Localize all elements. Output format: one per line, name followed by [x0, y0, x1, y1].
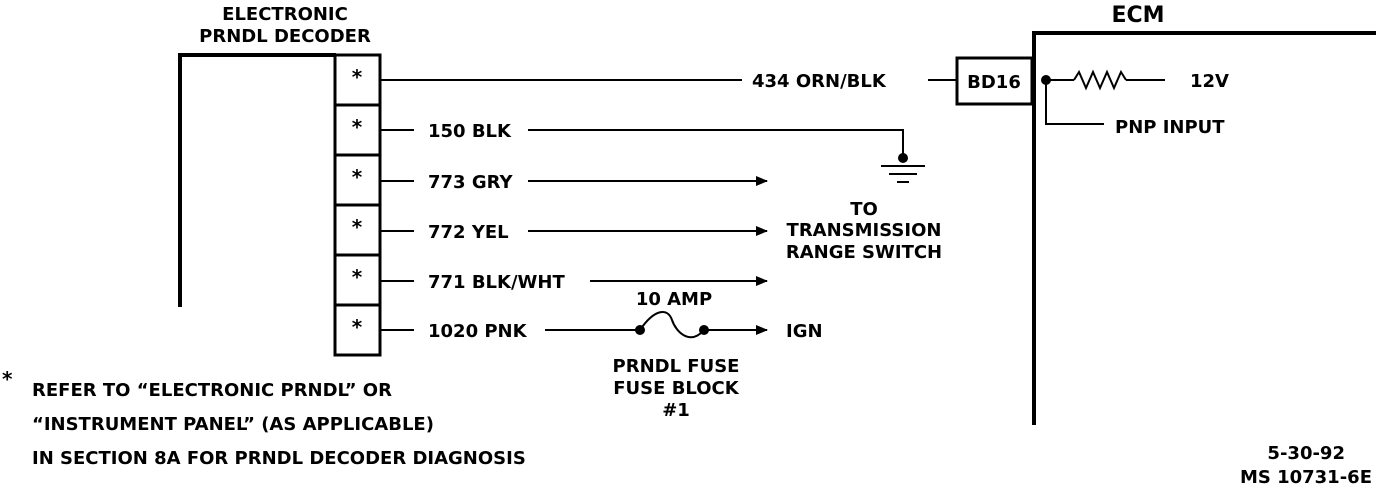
- wire-label-1020: 1020 PNK: [428, 321, 528, 342]
- pin-mark: *: [352, 315, 363, 339]
- ecm-connector: [955, 56, 1034, 106]
- ecm-input-wire: [1045, 80, 1104, 125]
- wire-label-150: 150 BLK: [428, 121, 512, 142]
- fuse-name-line3: #1: [662, 400, 690, 421]
- ecm-title: ECM: [1111, 3, 1164, 28]
- stamp-date: 5-30-92: [1267, 443, 1345, 464]
- fuse-name-line1: PRNDL FUSE: [613, 356, 740, 377]
- wire-label-771: 771 BLK/WHT: [428, 272, 565, 293]
- pullup-resistor: [1073, 69, 1127, 91]
- stamp-code: MS 10731-6E: [1240, 467, 1372, 488]
- ecm-input-label: PNP INPUT: [1115, 117, 1225, 138]
- footnote-line1: REFER TO “ELECTRONIC PRNDL” OR: [32, 380, 392, 401]
- ecm-housing: [1032, 31, 1376, 425]
- destination-line3: RANGE SWITCH: [786, 242, 942, 263]
- fuse-name-line2: FUSE BLOCK: [613, 378, 739, 399]
- ign-label: IGN: [786, 321, 823, 342]
- decoder-housing: [178, 53, 336, 307]
- destination-line2: TRANSMISSION: [787, 220, 942, 241]
- wire-label-434: 434 ORN/BLK: [752, 71, 887, 92]
- pin-mark: *: [352, 115, 363, 139]
- pin-mark: *: [352, 265, 363, 289]
- wire-150: [528, 129, 904, 155]
- wire-label-773: 773 GRY: [428, 172, 513, 193]
- footnote-line2: “INSTRUMENT PANEL” (AS APPLICABLE): [32, 414, 434, 435]
- footnote-mark: *: [2, 367, 13, 391]
- decoder-connector: * * * * * *: [333, 53, 382, 357]
- pin-mark: *: [352, 215, 363, 239]
- ecm-connector-label: BD16: [967, 72, 1021, 93]
- pin-mark: *: [352, 165, 363, 189]
- destination-line1: TO: [850, 199, 878, 220]
- footnote-line3: IN SECTION 8A FOR PRNDL DECODER DIAGNOSI…: [32, 448, 526, 469]
- wire-label-772: 772 YEL: [428, 222, 509, 243]
- pin-mark: *: [352, 65, 363, 89]
- decoder-title-line1: ELECTRONIC: [222, 4, 348, 25]
- fuse-symbol: [635, 311, 709, 339]
- ecm-voltage: 12V: [1190, 71, 1229, 92]
- decoder-title-line2: PRNDL DECODER: [199, 26, 371, 47]
- ground-symbol: [881, 153, 925, 183]
- fuse-rating: 10 AMP: [636, 289, 712, 310]
